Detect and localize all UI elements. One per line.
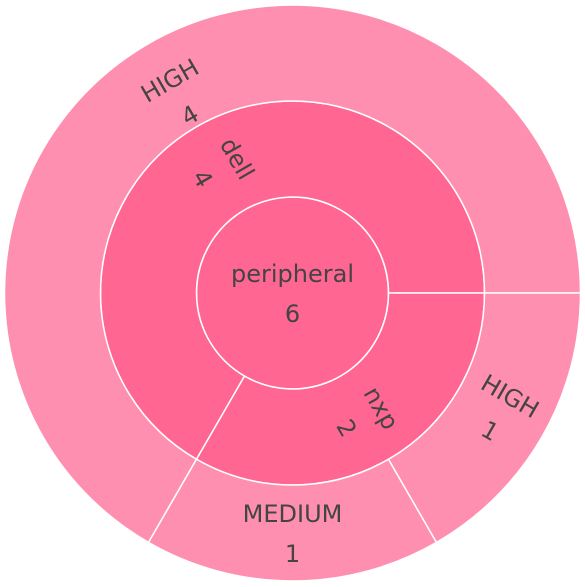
- sunburst-segments: [3, 4, 582, 582]
- sunburst-root-peripheral[interactable]: [195, 196, 390, 390]
- sunburst-segment-dell-high[interactable]: [3, 4, 582, 544]
- sunburst-segment-nxp-high[interactable]: [387, 292, 582, 544]
